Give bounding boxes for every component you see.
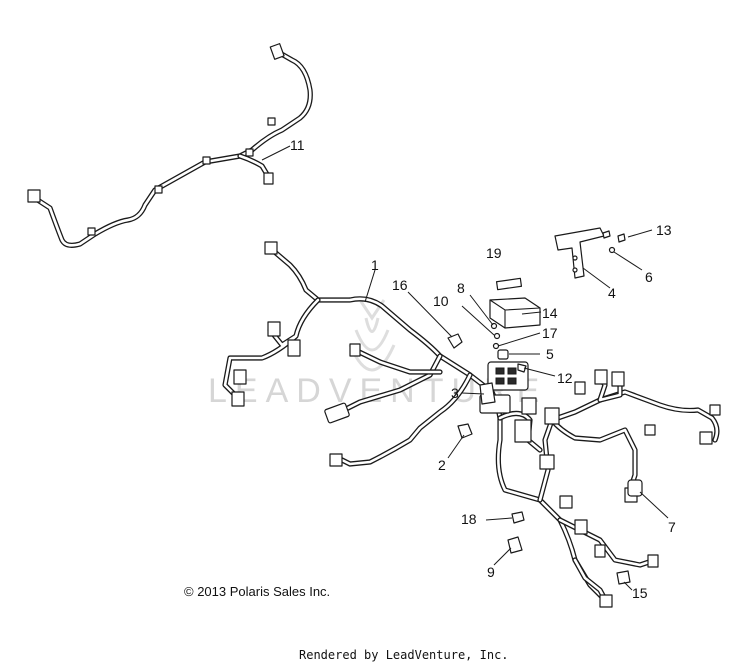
callout-18: 18 — [461, 511, 477, 527]
callout-5: 5 — [546, 346, 554, 362]
callout-15: 15 — [632, 585, 648, 601]
grommet-part-5 — [497, 349, 509, 360]
callout-13: 13 — [656, 222, 672, 238]
callout-1: 1 — [371, 257, 379, 273]
callout-19: 19 — [486, 245, 502, 261]
callout-7: 7 — [668, 519, 676, 535]
rendered-by-credit: Rendered by LeadVenture, Inc. — [299, 648, 509, 662]
watermark-logo-icon — [348, 299, 396, 372]
harness-part-1 — [222, 241, 721, 608]
leader-lines — [261, 145, 669, 591]
callout-11: 11 — [290, 137, 305, 153]
callout-16: 16 — [392, 277, 408, 293]
callout-6: 6 — [645, 269, 653, 285]
callout-17: 17 — [542, 325, 558, 341]
callout-14: 14 — [542, 305, 558, 321]
callout-12: 12 — [557, 370, 573, 386]
callout-10: 10 — [433, 293, 449, 309]
callout-9: 9 — [487, 564, 495, 580]
grommet-part-9 — [507, 536, 523, 554]
callout-2: 2 — [438, 457, 446, 473]
grommet-part-2 — [457, 423, 473, 439]
connector-part-16 — [447, 333, 463, 349]
small-parts — [447, 227, 643, 585]
harness-part-11 — [27, 43, 313, 248]
callout-3: 3 — [451, 385, 459, 401]
cover-part-14 — [489, 297, 541, 329]
clip-part-18 — [511, 511, 525, 524]
sensor-part-7 — [627, 479, 643, 497]
callouts: 1 2 3 4 5 6 7 8 9 10 11 12 13 14 15 16 1… — [290, 137, 676, 601]
copyright-notice: © 2013 Polaris Sales Inc. — [184, 584, 331, 599]
bracket-part-4 — [554, 227, 605, 279]
callout-4: 4 — [608, 285, 616, 301]
label-plate-part-19 — [495, 277, 523, 291]
callout-8: 8 — [457, 280, 465, 296]
clip-part-15 — [616, 570, 631, 585]
